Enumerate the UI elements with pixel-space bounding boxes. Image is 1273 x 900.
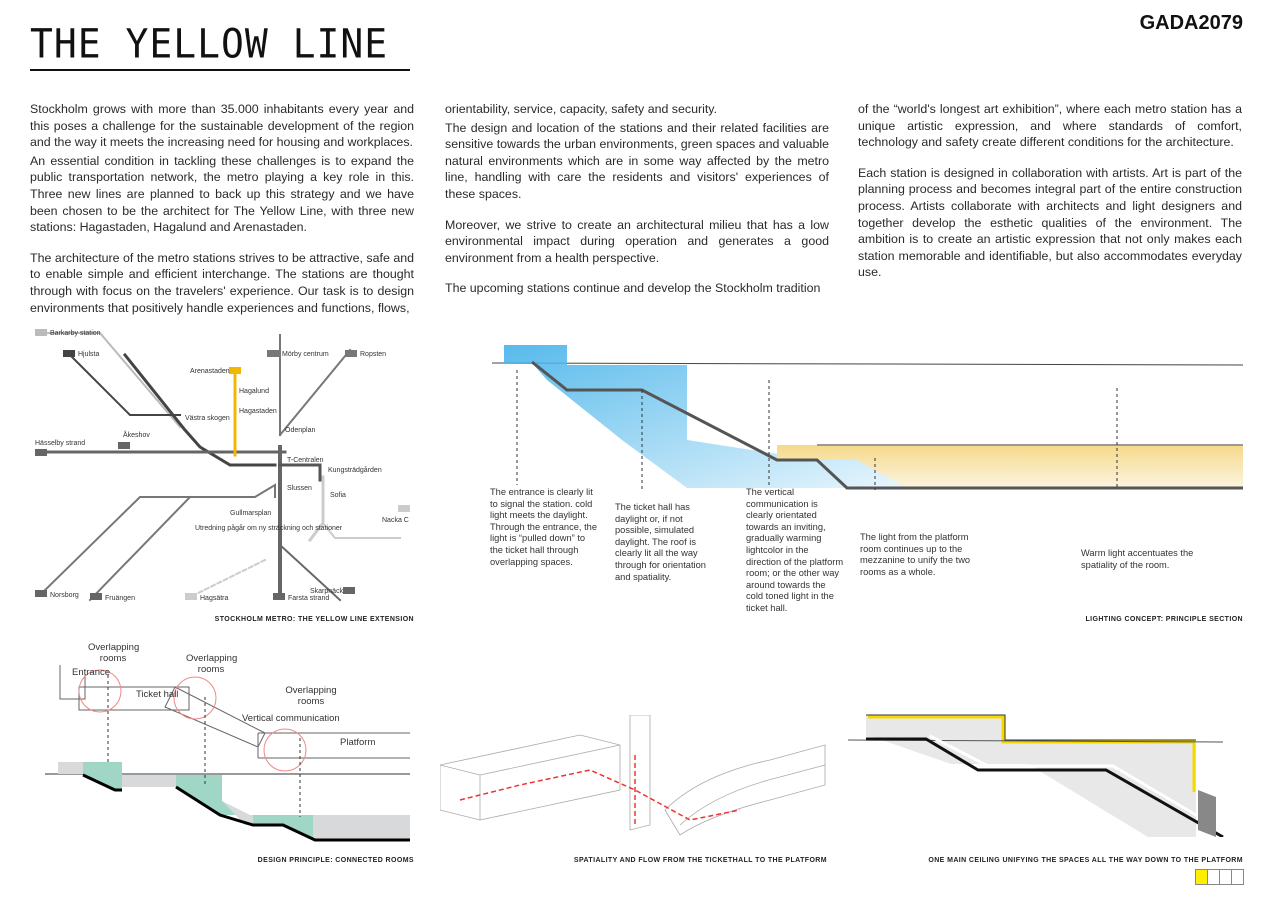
lighting-note-mezzanine: The light from the platform room continu… bbox=[860, 532, 971, 577]
station-label: Nacka C bbox=[382, 517, 409, 524]
station-label: Ropsten bbox=[360, 351, 386, 358]
station-label: Hässelby strand bbox=[35, 440, 85, 447]
label-vertical-communication: Vertical communication bbox=[242, 713, 340, 724]
station-label: Hjulsta bbox=[78, 351, 100, 358]
intro-column-1: Stockholm grows with more than 35.000 in… bbox=[30, 101, 414, 318]
paragraph: Moreover, we strive to create an archite… bbox=[445, 217, 829, 265]
station-label: Hagsätra bbox=[200, 595, 229, 602]
paragraph: An essential condition in tackling these… bbox=[30, 153, 414, 235]
station-label: Gullmarsplan bbox=[230, 510, 271, 517]
intro-column-2: orientability, service, capacity, safety… bbox=[445, 101, 829, 299]
map-note: Utredning pågår om ny sträckning och sta… bbox=[195, 524, 343, 532]
label-overlapping-rooms: Overlapping rooms bbox=[186, 653, 238, 675]
station-label: Åkeshov bbox=[123, 430, 150, 439]
map-caption: STOCKHOLM METRO: THE YELLOW LINE EXTENSI… bbox=[214, 616, 414, 623]
label-ticket-hall: Ticket hall bbox=[136, 689, 179, 700]
paragraph: The upcoming stations continue and devel… bbox=[445, 281, 821, 296]
brand-code: GADA2079 bbox=[1139, 12, 1243, 34]
station-label: Farsta strand bbox=[288, 595, 329, 602]
station-label: Mörby centrum bbox=[282, 351, 329, 358]
page-title: THE YELLOW LINE bbox=[30, 20, 389, 68]
flow-axonometric-diagram bbox=[440, 715, 826, 836]
station-label: Västra skogen bbox=[185, 415, 230, 422]
paragraph: Stockholm grows with more than 35.000 in… bbox=[30, 102, 414, 150]
title-underline bbox=[30, 69, 410, 71]
station-label: Odenplan bbox=[285, 427, 315, 434]
label-entrance: Entrance bbox=[72, 667, 111, 678]
intro-column-3: of the “world's longest art exhibition”,… bbox=[858, 101, 1242, 283]
station-label: Sofia bbox=[330, 492, 346, 499]
lighting-caption: LIGHTING CONCEPT: PRINCIPLE SECTION bbox=[1085, 616, 1243, 623]
station-label: Hagastaden bbox=[239, 408, 277, 415]
station-label: T-Centralen bbox=[287, 457, 324, 464]
station-label: Kungsträdgården bbox=[328, 466, 382, 474]
connected-rooms-diagram bbox=[45, 665, 410, 842]
station-label: Arenastaden bbox=[190, 368, 230, 375]
station-label: Hagalund bbox=[239, 388, 269, 395]
station-label: Slussen bbox=[287, 485, 312, 492]
ceiling-section-diagram bbox=[848, 714, 1224, 837]
lighting-section-diagram bbox=[491, 345, 1244, 490]
station-label: Fruängen bbox=[105, 595, 135, 602]
paragraph: The architecture of the metro stations s… bbox=[30, 250, 414, 315]
label-platform: Platform bbox=[340, 737, 376, 748]
paragraph: orientability, service, capacity, safety… bbox=[445, 102, 718, 116]
page-indicator-4 bbox=[1231, 869, 1244, 885]
lighting-note-ticket-hall: The ticket hall has daylight or, if not … bbox=[615, 502, 706, 582]
ceiling-caption: ONE MAIN CEILING UNIFYING THE SPACES ALL… bbox=[928, 857, 1243, 864]
station-label: Norsborg bbox=[50, 592, 79, 599]
metro-map: Barkarby station Hjulsta Arenastaden Hag… bbox=[35, 329, 410, 602]
station-label: Skarpnäck bbox=[310, 588, 344, 595]
flow-caption: SPATIALITY AND FLOW FROM THE TICKETHALL … bbox=[573, 857, 827, 864]
paragraph: The design and location of the stations … bbox=[445, 120, 829, 201]
label-overlapping-rooms: Overlapping rooms bbox=[285, 685, 337, 707]
lighting-note-entrance: The entrance is clearly lit to signal th… bbox=[490, 487, 597, 567]
connected-caption: DESIGN PRINCIPLE: CONNECTED ROOMS bbox=[257, 857, 414, 864]
station-label: Barkarby station bbox=[50, 330, 101, 337]
lighting-note-platform: Warm light accentuates the spatiality of… bbox=[1081, 548, 1194, 570]
label-overlapping-rooms: Overlapping rooms bbox=[88, 642, 140, 664]
paragraph: of the “world's longest art exhibition”,… bbox=[858, 102, 1242, 150]
lighting-note-vertical: The vertical communication is clearly or… bbox=[746, 487, 844, 613]
paragraph: Each station is designed in collaboratio… bbox=[858, 165, 1242, 280]
